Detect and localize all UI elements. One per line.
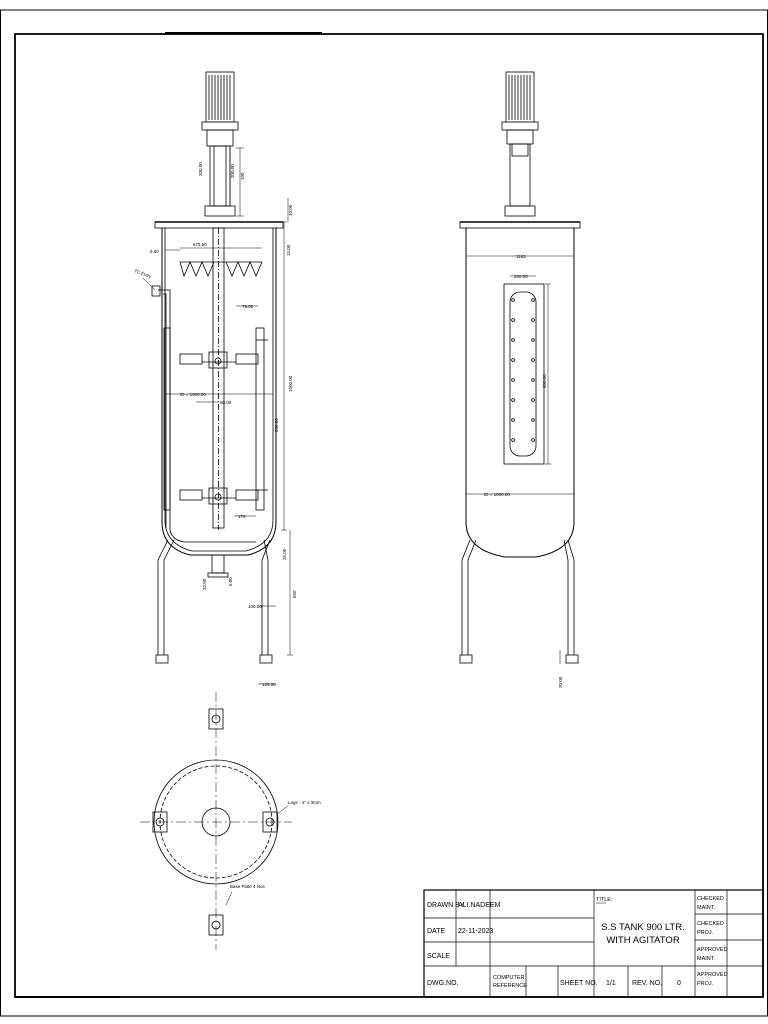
checked-proj-2: PROJ. — [697, 930, 714, 936]
drawn-by-value: ALI.NADEEM — [458, 902, 501, 909]
front-dimension-labels: TC Entry ID = 1000.00 675.50 8.00 75.00 … — [134, 162, 297, 687]
front-bottom-outlet — [211, 554, 225, 574]
front-label-motor-b: 200.00 — [230, 164, 235, 178]
drawing-title-line-1: S.S TANK 900 LTR. — [601, 922, 684, 933]
front-label-motor-c: 100 — [240, 172, 245, 180]
front-label-flange: 8.00 — [150, 249, 159, 254]
checked-proj-1: CHECKED — [697, 921, 724, 927]
front-impeller-upper — [179, 351, 259, 369]
side-vessel-shell — [465, 228, 575, 558]
drawn-by-label: DRAWN BY. — [427, 902, 466, 909]
front-agitator-teeth — [179, 260, 263, 278]
side-sight-glass-bolts — [511, 298, 535, 442]
front-lid-flange — [154, 221, 284, 229]
front-baffle-left — [163, 327, 171, 511]
side-motor — [501, 71, 539, 217]
approved-proj-1: APPROVED — [697, 972, 728, 978]
front-label-h-flange: 10.00 — [288, 204, 293, 216]
side-sight-glass-frame — [503, 283, 545, 465]
front-label-tc-entry: TC Entry — [134, 268, 153, 279]
front-impeller-lower — [179, 487, 259, 505]
front-label-h-top: 15.00 — [286, 244, 291, 256]
front-label-shaft-d: 50.00 — [220, 400, 232, 405]
date-label: DATE — [427, 928, 445, 935]
drawing-title-line-2: WITH AGITATOR — [606, 935, 680, 946]
drawing-frame — [14, 33, 764, 998]
front-view — [142, 71, 293, 685]
front-dimension-lines — [142, 147, 293, 685]
front-label-motor-a: 200.00 — [198, 162, 203, 176]
date-value: 22-11-2023 — [458, 928, 493, 935]
title-label: TITLE: — [596, 897, 613, 903]
front-label-leg-off: 100.00 — [248, 604, 262, 609]
side-label-w-top: 1183 — [516, 254, 526, 259]
side-label-sg-w: 200.00 — [514, 274, 528, 279]
front-label-w-top: 675.50 — [193, 242, 207, 247]
front-label-id: ID = 1000.00 — [180, 392, 206, 397]
sheet-no-value: 1/1 — [606, 980, 616, 987]
scale-label: SCALE — [427, 953, 450, 960]
front-motor — [201, 71, 239, 217]
checked-maint-1: CHECKED — [697, 896, 724, 902]
side-dimension-labels: 1183 200.00 600.00 ID = 1000.00 20.00 — [484, 254, 563, 688]
side-label-foot: 20.00 — [558, 676, 563, 688]
side-lid-flange — [459, 221, 581, 229]
front-label-h-total: 1500.00 — [288, 375, 293, 392]
plan-label-legs: Legs - 4" x 3mm — [288, 800, 321, 805]
front-label-blade-top: 75.00 — [242, 304, 254, 309]
side-view — [459, 71, 581, 664]
side-dimension-lines — [466, 255, 574, 664]
sheet-no-label: SHEET NO. — [560, 980, 598, 987]
front-label-outlet-d: 32.00 — [202, 578, 207, 590]
front-legs — [155, 539, 273, 664]
plan-labels: Legs - 4" x 3mm Base Plate 4 Nos — [230, 800, 321, 889]
dwg-no-label: DWG.NO. — [427, 980, 459, 987]
front-baffle-right — [255, 327, 265, 511]
approved-maint-2: MAINT. — [697, 956, 716, 962]
side-legs — [459, 539, 579, 664]
front-label-blade-bot: 175 — [238, 514, 246, 519]
title-block — [423, 889, 764, 998]
front-jacket-pipe — [158, 289, 256, 543]
front-label-h-bottom: 25.00 — [282, 548, 287, 560]
checked-maint-2: MAINT. — [697, 905, 716, 911]
plan-label-base: Base Plate 4 Nos — [230, 884, 266, 889]
front-label-leg-h: 650 — [292, 590, 297, 598]
computer-ref-label-2: REFERENCE — [493, 983, 527, 989]
side-sight-glass — [509, 291, 537, 457]
outer-border — [0, 9, 768, 1017]
approved-maint-1: APPROVED — [697, 947, 728, 953]
plan-leg-pads — [152, 708, 278, 936]
plan-view — [140, 692, 292, 950]
rev-no-label: REV. NO. — [632, 980, 662, 987]
title-block-text: DRAWN BY. ALI.NADEEM DATE 22-11-2023 SCA… — [427, 896, 728, 989]
side-label-sg-h: 600.00 — [542, 374, 547, 388]
side-label-id: ID = 1000.00 — [484, 492, 510, 497]
front-label-h-inner: 850.00 — [274, 418, 279, 432]
rev-no-value: 0 — [677, 980, 681, 987]
front-label-outlet-h: 6.00 — [228, 577, 233, 586]
front-label-leg-w: 125.00 — [262, 682, 276, 687]
computer-ref-label-1: COMPUTER — [493, 975, 525, 981]
approved-proj-2: PROJ. — [697, 981, 714, 987]
